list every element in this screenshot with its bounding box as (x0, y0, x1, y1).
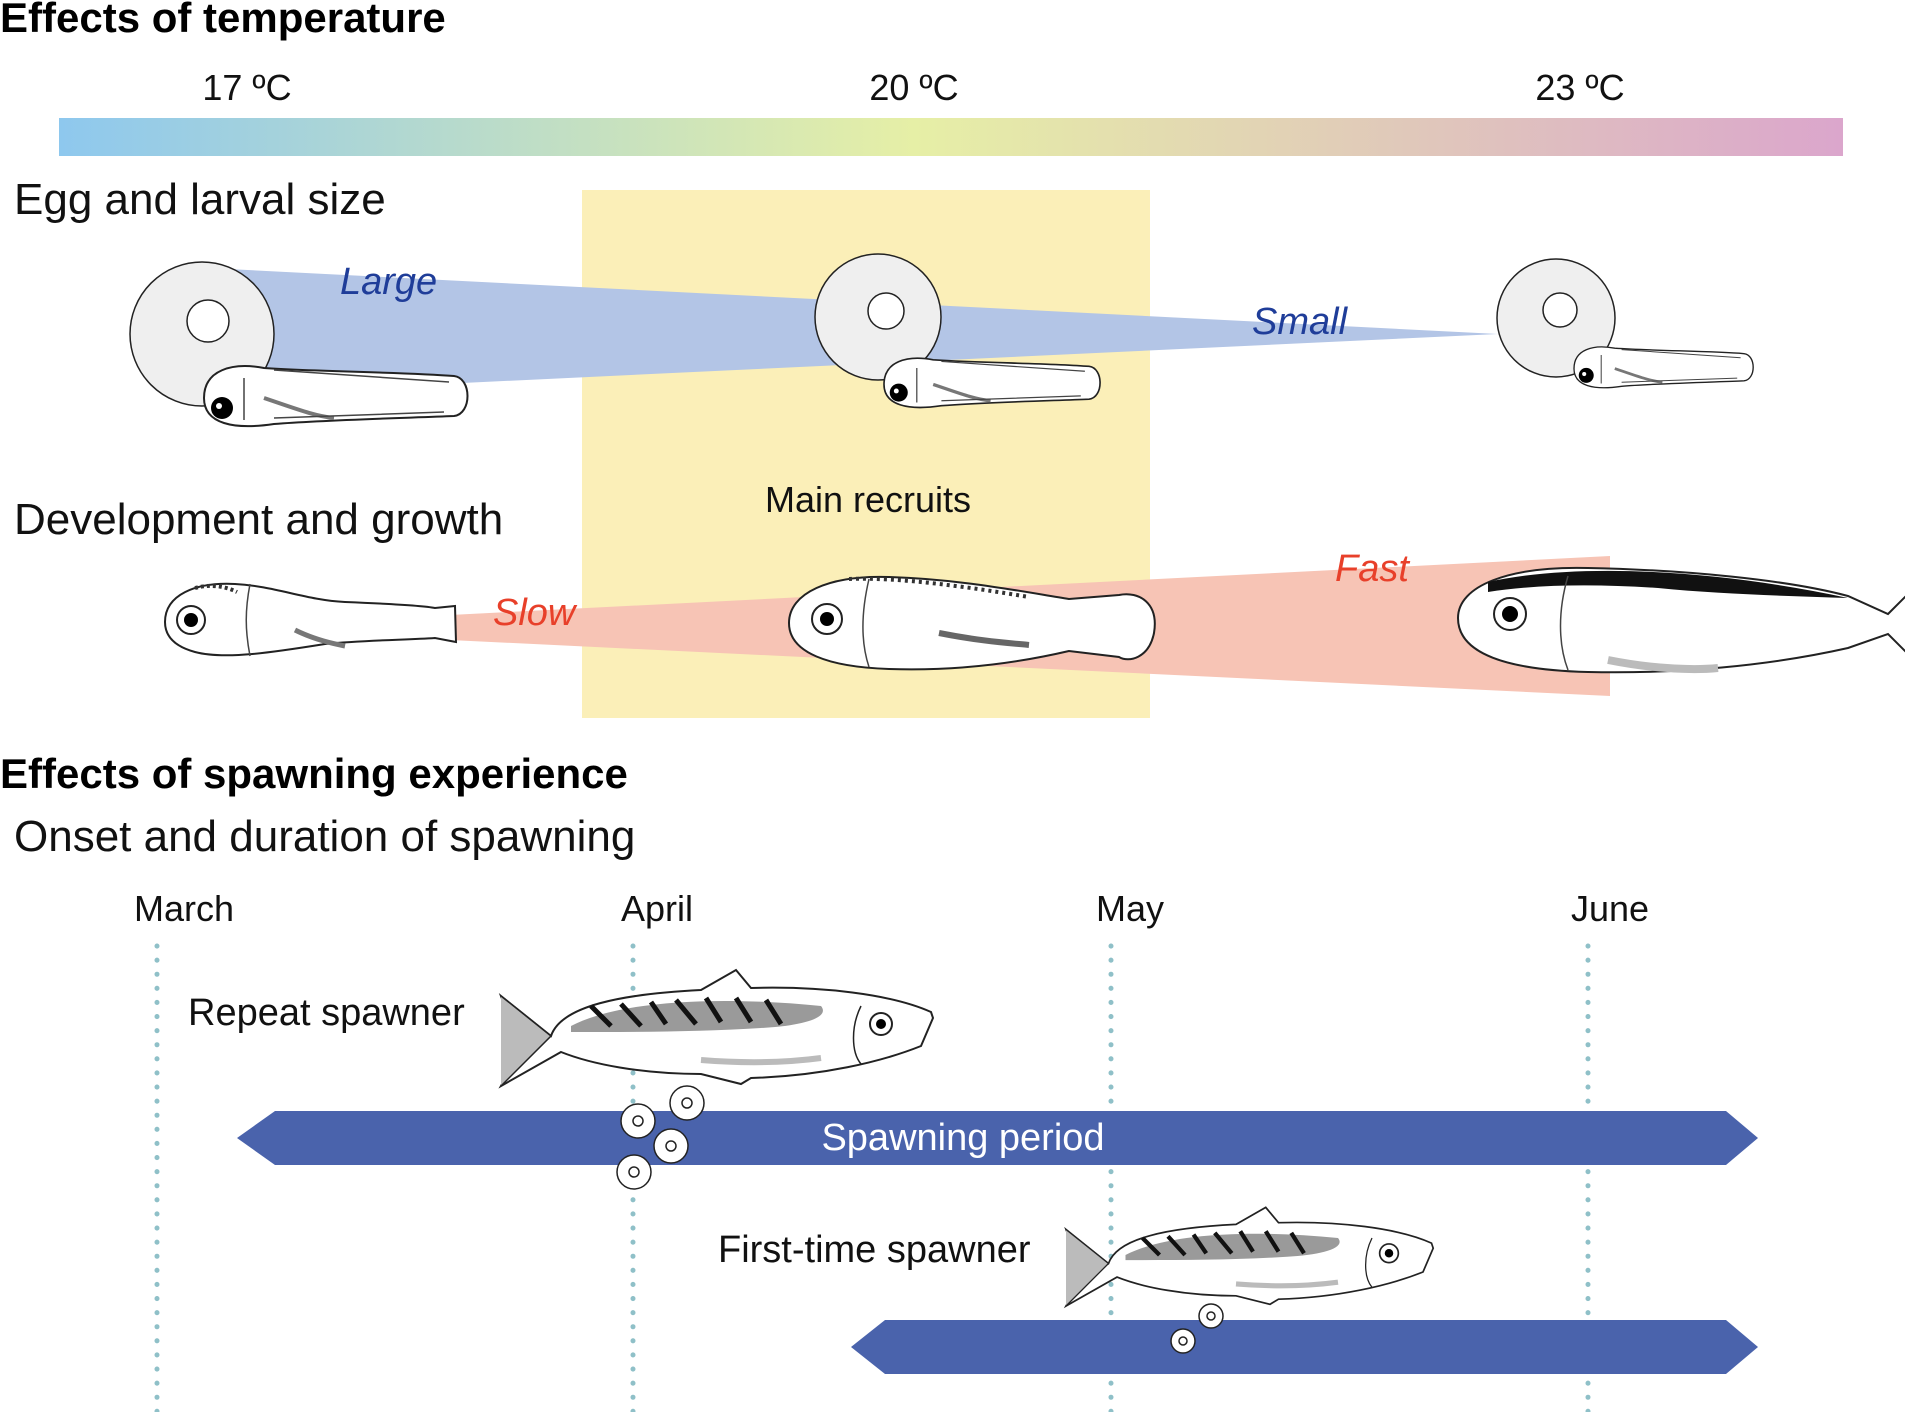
larva-medium-icon (883, 357, 1101, 409)
month-label-june: June (1571, 888, 1649, 929)
first-time-spawner-fish-icon (1063, 1206, 1435, 1309)
large-label: Large (340, 261, 437, 303)
young-larva-icon (163, 582, 458, 657)
temperature-label-23: 23 ºC (1535, 67, 1624, 108)
repeat-spawner-label: Repeat spawner (188, 992, 465, 1034)
fast-label: Fast (1335, 548, 1410, 590)
month-label-may: May (1096, 888, 1164, 929)
repeat-spawner-fish-icon (498, 968, 935, 1089)
large-juvenile-icon (1456, 566, 1905, 674)
small-label: Small (1252, 301, 1349, 343)
temperature-section-title: Effects of temperature (0, 0, 446, 41)
main-recruits-label: Main recruits (765, 479, 971, 520)
larva-small-icon (1573, 346, 1754, 389)
spawning-section-title: Effects of spawning experience (0, 750, 628, 797)
repeat-spawner-eggs-icon (616, 1085, 705, 1190)
larva-large-icon (202, 365, 469, 428)
temperature-label-20: 20 ºC (869, 67, 958, 108)
first-time-spawner-eggs-icon (1170, 1303, 1224, 1354)
egg-larval-size-title: Egg and larval size (14, 175, 386, 224)
repeat-spawning-period-bar (237, 1111, 1758, 1165)
spawning-subtitle: Onset and duration of spawning (14, 812, 635, 861)
month-label-march: March (134, 888, 234, 929)
development-growth-title: Development and growth (14, 495, 503, 544)
temperature-label-17: 17 ºC (202, 67, 291, 108)
temperature-gradient-bar (59, 118, 1843, 156)
first-time-spawner-label: First-time spawner (718, 1229, 1031, 1271)
egg-medium-icon (814, 253, 942, 381)
month-label-april: April (621, 888, 693, 929)
slow-label: Slow (493, 592, 578, 634)
egg-small-icon (1496, 258, 1616, 378)
spawning-period-label: Spawning period (821, 1117, 1104, 1159)
medium-juvenile-icon (787, 575, 1156, 671)
first-time-spawning-period-bar (851, 1320, 1758, 1374)
